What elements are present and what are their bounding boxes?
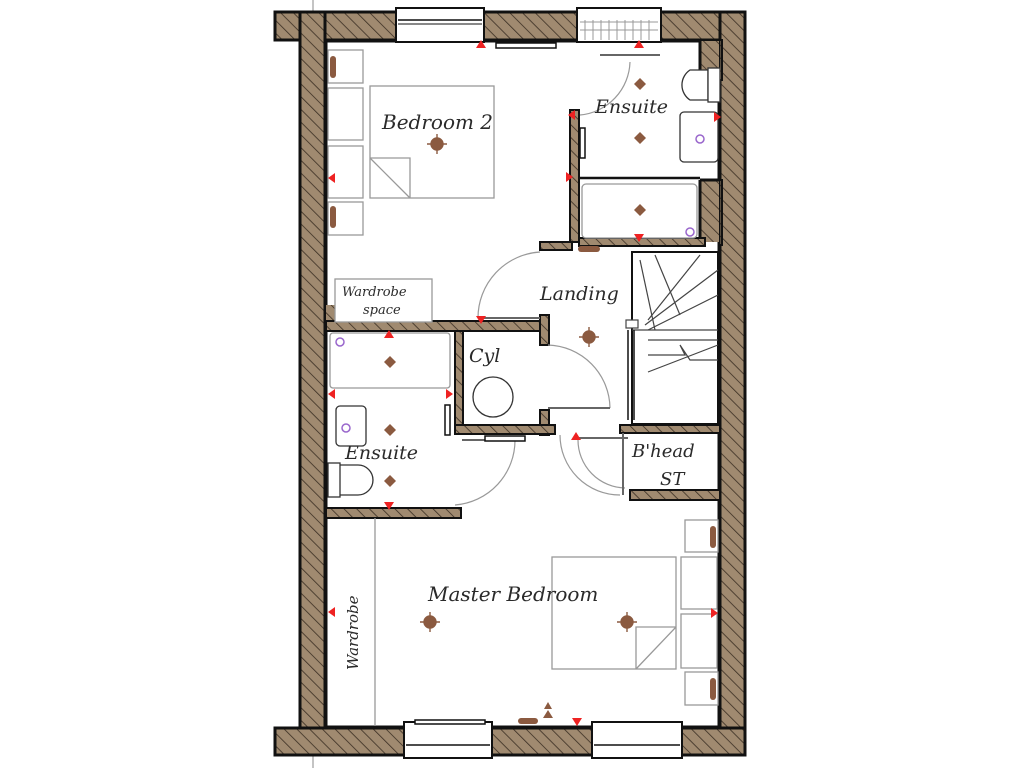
room-label-bulkhead-line2: ST [660,469,686,490]
windows [395,7,683,759]
markers [328,40,721,726]
staircase [625,251,719,425]
taps [335,134,705,433]
room-label-wardrobe-space-line1: Wardrobe [342,285,407,300]
room-label-cylinder: Cyl [469,345,500,367]
room-label-bulkhead-line1: B'head [631,441,695,462]
room-label-ensuite-1: Ensuite [594,96,668,118]
room-label-master-bedroom: Master Bedroom [427,582,598,606]
radiators [414,42,586,725]
door-swings [454,54,660,506]
furniture [327,49,721,726]
room-label-ensuite-2: Ensuite [344,442,418,464]
room-label-wardrobe-space-line2: space [363,303,401,318]
room-label-bedroom-2: Bedroom 2 [381,110,493,134]
electrical-points [330,56,716,724]
room-label-wardrobe: Wardrobe [344,595,362,670]
room-label-landing: Landing [539,283,619,305]
